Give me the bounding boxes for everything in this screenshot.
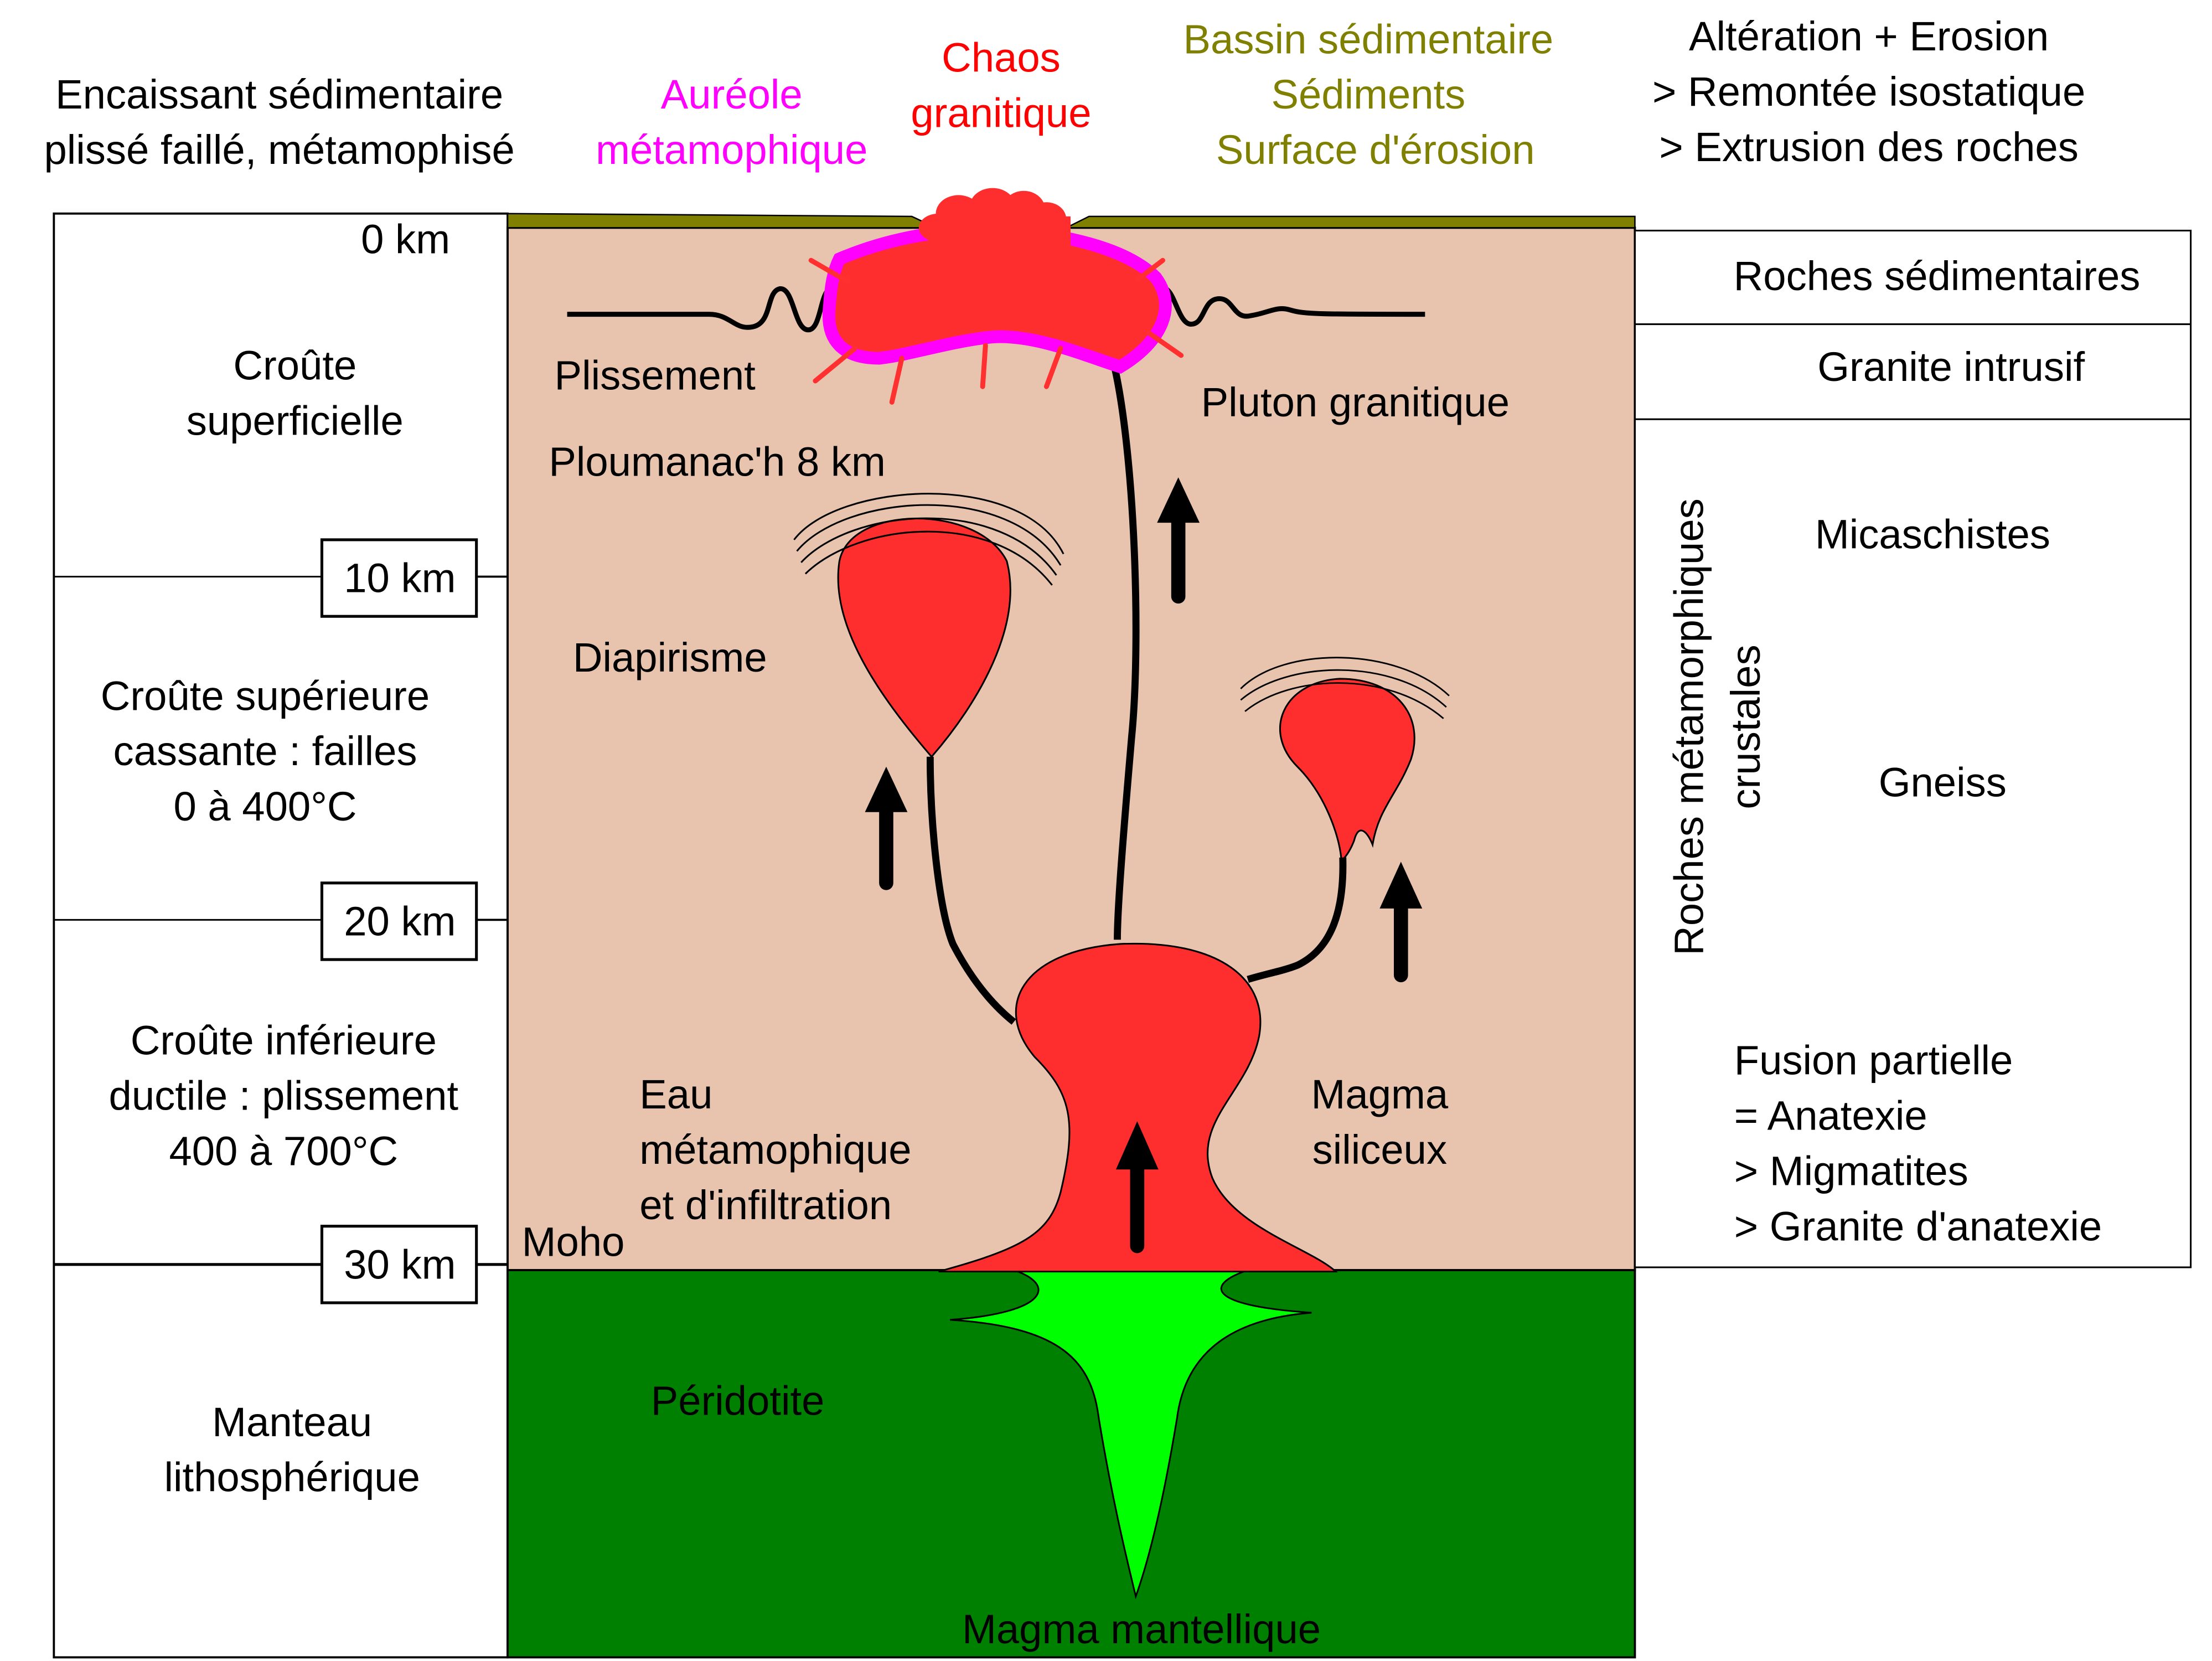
label-encaissant: Encaissant sédimentaire <box>55 71 503 117</box>
label-peridotite: Péridotite <box>651 1378 825 1423</box>
label-fusion-3: > Migmatites <box>1734 1148 1968 1194</box>
depth-20km: 20 km <box>344 899 456 945</box>
label-chaos-2: granitique <box>911 90 1091 136</box>
label-aureole: Auréole <box>661 71 803 117</box>
folded-layer <box>567 285 1425 333</box>
label-encaissant-2: plissé faillé, métamophisé <box>44 127 514 173</box>
zone-inferieure-3: 400 à 700°C <box>169 1128 398 1174</box>
label-fusion-4: > Granite d'anatexie <box>1734 1203 2102 1249</box>
zone-manteau-1: Manteau <box>212 1399 372 1445</box>
zone-superieure-1: Croûte supérieure <box>101 673 430 719</box>
label-roches-meta-2: crustales <box>1723 644 1769 809</box>
label-surface-erosion: Surface d'érosion <box>1216 127 1535 173</box>
depth-0km: 0 km <box>361 216 450 262</box>
label-magma-siliceux-2: siliceux <box>1312 1127 1448 1173</box>
label-micaschistes: Micaschistes <box>1815 511 2050 557</box>
ascent-arrows <box>865 477 1423 1254</box>
label-aureole-2: métamophique <box>596 127 867 173</box>
label-remontee: > Remontée isostatique <box>1652 69 2085 115</box>
label-bassin: Bassin sédimentaire <box>1183 16 1554 62</box>
zone-inferieure-2: ductile : plissement <box>109 1073 459 1119</box>
label-eau-3: et d'infiltration <box>639 1182 892 1228</box>
zone-inferieure-1: Croûte inférieure <box>131 1018 437 1064</box>
label-magma-mantellique: Magma mantellique <box>962 1606 1321 1652</box>
labels: Encaissant sédimentaire plissé faillé, m… <box>44 13 2140 1652</box>
label-chaos: Chaos <box>942 35 1061 81</box>
chaos-granitique <box>918 188 1071 254</box>
label-extrusion: > Extrusion des roches <box>1659 124 2079 170</box>
label-ploumanach: Ploumanac'h 8 km <box>549 439 886 485</box>
label-roches-meta-1: Roches métamorphiques <box>1666 498 1712 956</box>
zone-superficielle-2: superficielle <box>187 398 404 443</box>
label-eau-2: métamophique <box>639 1127 911 1173</box>
depth-30km: 30 km <box>344 1241 456 1287</box>
diapir-right <box>1279 678 1415 862</box>
diapir-right-folds <box>1240 657 1450 719</box>
label-gneiss: Gneiss <box>1879 760 2007 806</box>
depth-markers <box>320 538 508 1304</box>
label-magma-siliceux-1: Magma <box>1311 1071 1449 1117</box>
mantle-magma <box>950 1229 1312 1600</box>
label-fusion-2: = Anatexie <box>1734 1092 1927 1138</box>
label-pluton: Pluton granitique <box>1201 379 1510 425</box>
label-alteration: Altération + Erosion <box>1689 13 2049 59</box>
label-granite-intrusif: Granite intrusif <box>1817 344 2085 390</box>
feeder-conduits <box>926 365 1347 1025</box>
label-sediments: Sédiments <box>1271 71 1465 117</box>
label-plissement: Plissement <box>555 352 756 398</box>
label-fusion-1: Fusion partielle <box>1734 1038 2013 1084</box>
zone-superieure-2: cassante : failles <box>113 728 417 774</box>
aureole-veins <box>808 257 1184 405</box>
zone-manteau-2: lithosphérique <box>164 1454 420 1500</box>
label-eau-1: Eau <box>639 1071 712 1117</box>
diapir-left-folds <box>793 493 1064 586</box>
label-roches-sed: Roches sédimentaires <box>1734 253 2141 299</box>
sediment-surface <box>507 213 1636 229</box>
depth-10km: 10 km <box>344 555 456 601</box>
right-rock-column <box>1634 229 2192 1268</box>
zone-superficielle-1: Croûte <box>233 342 356 388</box>
label-moho: Moho <box>522 1219 625 1265</box>
zone-superieure-3: 0 à 400°C <box>173 783 356 829</box>
main-magma-chamber <box>938 942 1338 1273</box>
label-diapirisme: Diapirisme <box>573 635 767 680</box>
